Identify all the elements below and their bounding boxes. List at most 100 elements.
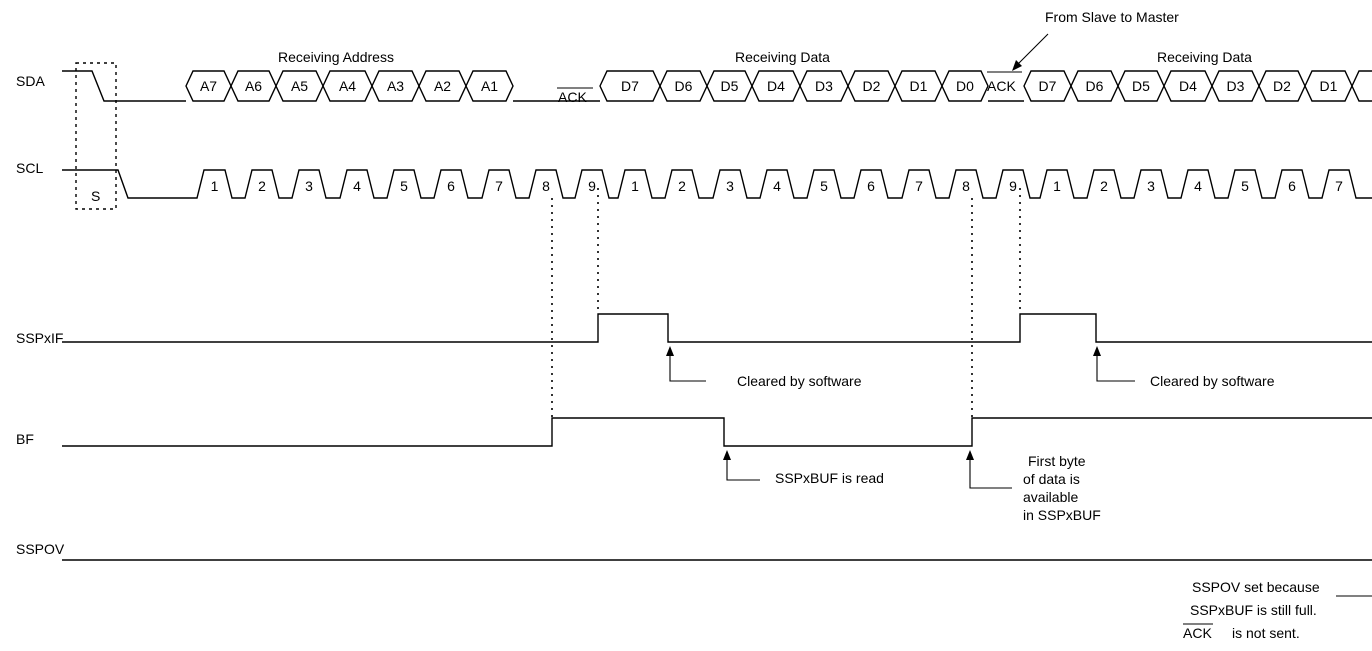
- scl-pulse-label: 2: [1100, 178, 1108, 194]
- bit-cell-outline: [1351, 70, 1372, 102]
- bit-label: A4: [339, 78, 356, 94]
- sda-data-bit: D1: [1304, 70, 1353, 102]
- sspxif-waveform: [62, 313, 1372, 343]
- bit-label: D2: [863, 78, 881, 94]
- sda-address-bit: A3: [371, 70, 420, 102]
- cleared-by-software-callout-2: [1093, 346, 1135, 382]
- sspov-note-ack: ACK: [1183, 625, 1212, 641]
- bit-label: D4: [767, 78, 785, 94]
- scl-pulse-label: 3: [1147, 178, 1155, 194]
- sda-data-bit: D4: [1163, 70, 1213, 102]
- scl-pulse-label: 4: [773, 178, 781, 194]
- scl-pulse-label: 6: [447, 178, 455, 194]
- cleared-by-software-note-1: Cleared by software: [737, 373, 862, 389]
- callout-arrowhead: [723, 450, 731, 460]
- sda-data-bit: D6: [659, 70, 708, 102]
- first-byte-note-line2: of data is: [1023, 471, 1080, 487]
- scl-pulse-label: 1: [1053, 178, 1061, 194]
- sda-label: SDA: [16, 73, 45, 89]
- callout-arrowhead: [1093, 346, 1101, 356]
- sda-data-bit: D1: [894, 70, 943, 102]
- bit-label: A3: [387, 78, 404, 94]
- sda-data-bit: D5: [1117, 70, 1165, 102]
- bit-label: D6: [1086, 78, 1104, 94]
- bit-label: D6: [675, 78, 693, 94]
- receiving-address-header: Receiving Address: [278, 49, 394, 65]
- cleared-by-software-callout-1: [666, 346, 706, 382]
- cleared-by-software-note-2: Cleared by software: [1150, 373, 1275, 389]
- scl-pulse-label: 2: [678, 178, 686, 194]
- sspov-label: SSPOV: [16, 541, 65, 557]
- sda-start-segment: [62, 70, 186, 102]
- scl-pulse-label: 5: [1241, 178, 1249, 194]
- receiving-data-header-2: Receiving Data: [1157, 49, 1252, 65]
- scl-pulse-label: 1: [631, 178, 639, 194]
- sspxbuf-read-note: SSPxBUF is read: [775, 470, 884, 486]
- scl-pulse-label: 7: [915, 178, 923, 194]
- first-byte-callout: [966, 450, 1012, 489]
- first-byte-note-line3: available: [1023, 489, 1078, 505]
- bit-label: D5: [721, 78, 739, 94]
- scl-pulse-label: 6: [867, 178, 875, 194]
- sda-data-bit: D3: [1211, 70, 1260, 102]
- first-byte-note-line1: First byte: [1028, 453, 1086, 469]
- scl-pulse-label: 5: [820, 178, 828, 194]
- bit-label: A7: [200, 78, 217, 94]
- scl-pulse-label: 3: [726, 178, 734, 194]
- sda-address-bit: A1: [465, 70, 514, 102]
- sda-data-bit: D5: [706, 70, 753, 102]
- scl-pulse-label: 9: [1009, 178, 1017, 194]
- bit-label: A5: [291, 78, 308, 94]
- sda-address-bit: A6: [230, 70, 277, 102]
- bit-label: A1: [481, 78, 498, 94]
- sda-ack-bit-2: ACK: [987, 78, 1016, 94]
- bf-label: BF: [16, 431, 34, 447]
- sda-ack-bit-1: ACK: [558, 89, 587, 105]
- sda-data-bit: D7: [599, 70, 661, 102]
- scl-label: SCL: [16, 160, 43, 176]
- bit-label: D1: [1320, 78, 1338, 94]
- sda-data-bit: D2: [847, 70, 896, 102]
- sda-data-bit: D6: [1070, 70, 1119, 102]
- start-condition-label: S: [91, 188, 100, 204]
- scl-pulse-label: 7: [495, 178, 503, 194]
- bit-cell-outline: [465, 70, 514, 102]
- receiving-data-header-1: Receiving Data: [735, 49, 830, 65]
- bit-cell-outline: [941, 70, 989, 102]
- scl-pulse-label: 8: [542, 178, 550, 194]
- bit-label: D0: [956, 78, 974, 94]
- scl-pulse-label: 4: [1194, 178, 1202, 194]
- sda-data-bit: D0: [941, 70, 989, 102]
- sda-address-bit: A5: [275, 70, 324, 102]
- from-slave-pointer-line: [1017, 33, 1049, 65]
- bit-label: D3: [815, 78, 833, 94]
- from-slave-pointer-arrowhead: [1012, 60, 1022, 71]
- scl-pulse-label: 5: [400, 178, 408, 194]
- callout-arrowhead: [666, 346, 674, 356]
- from-slave-to-master-label: From Slave to Master: [1045, 9, 1179, 25]
- sspov-note-line2: SSPxBUF is still full.: [1190, 602, 1317, 618]
- callout-leader: [669, 356, 706, 382]
- callout-leader: [726, 460, 760, 481]
- bit-label: D7: [1039, 78, 1057, 94]
- scl-pulse-label: 1: [211, 178, 219, 194]
- sda-data-bit: [1351, 70, 1372, 102]
- scl-pulse-label: 3: [305, 178, 313, 194]
- start-condition-box: [75, 62, 117, 210]
- bf-waveform: [62, 417, 1372, 447]
- scl-pulse-label: 6: [1288, 178, 1296, 194]
- scl-pulse-label: 4: [353, 178, 361, 194]
- bit-label: D3: [1227, 78, 1245, 94]
- scl-pulse-label: 7: [1335, 178, 1343, 194]
- sspxif-label: SSPxIF: [16, 330, 63, 346]
- sda-data-bit: D3: [799, 70, 849, 102]
- bit-label: D4: [1179, 78, 1197, 94]
- callout-arrowhead: [966, 450, 974, 460]
- scl-pulse-label: 8: [962, 178, 970, 194]
- sspov-note-line3: is not sent.: [1232, 625, 1300, 641]
- callout-leader: [969, 460, 1012, 489]
- sda-address-bit: A7: [185, 70, 232, 102]
- sda-address-bit: A2: [418, 70, 467, 102]
